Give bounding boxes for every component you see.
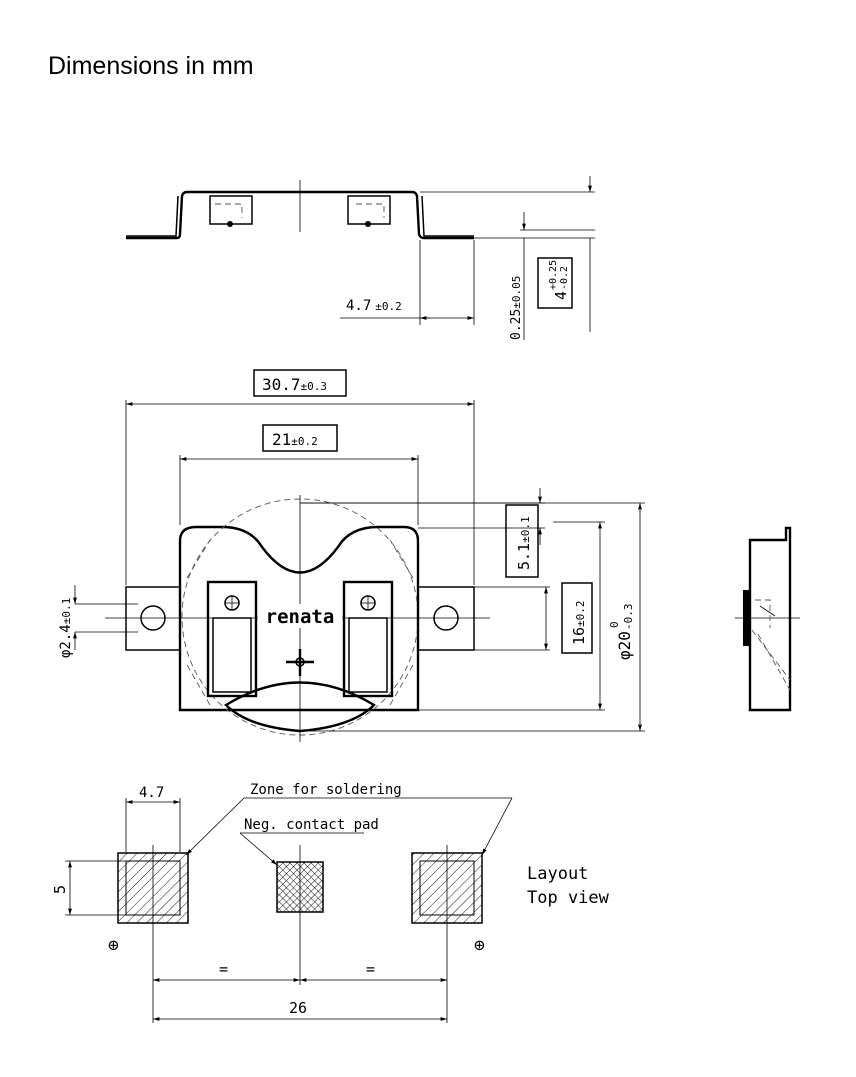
zone-for-soldering-label: Zone for soldering — [250, 782, 402, 798]
top-view-label: Top view — [527, 888, 610, 908]
neg-contact-pad-label: Neg. contact pad — [244, 817, 379, 833]
dim-height: 4 +0.25 -0.2 — [548, 260, 570, 300]
dim-body-height: 16±0.2 — [570, 600, 588, 645]
dim-pitch: 26 — [289, 999, 307, 1017]
equal-left: = — [219, 960, 228, 978]
svg-text:φ20: φ20 — [615, 631, 634, 660]
page-title: Dimensions in mm — [48, 52, 254, 80]
svg-text:-0.3: -0.3 — [622, 604, 635, 631]
pcb-layout: 4.7 Zone for soldering Neg. contact pad … — [51, 782, 610, 1023]
dim-overall-length: 30.7±0.3 — [262, 375, 327, 394]
equal-right: = — [366, 960, 375, 978]
svg-text:0: 0 — [608, 621, 621, 628]
svg-text:+0.25: +0.25 — [548, 260, 559, 290]
dim-body-width: 21±0.2 — [272, 430, 318, 449]
front-view: 30.7±0.3 21±0.2 renata — [58, 369, 645, 742]
svg-text:-0.2: -0.2 — [559, 266, 570, 290]
dim-thickness: 0.25±0.05 — [509, 276, 524, 340]
positive-mark-left: ⊕ — [108, 935, 119, 956]
dim-lead-offset: 4.7±0.2 — [346, 298, 402, 314]
dim-pad-width: 4.7 — [139, 785, 164, 801]
dim-top-offset: 5.1±0.1 — [515, 516, 533, 570]
dim-diameter: φ20 0 -0.3 — [608, 604, 635, 661]
positive-mark-right: ⊕ — [474, 935, 485, 956]
dim-hole: φ2.4±0.1 — [58, 598, 74, 658]
brand-logo: renata — [266, 606, 335, 628]
dim-pad-height: 5 — [51, 885, 69, 894]
svg-text:4: 4 — [552, 291, 570, 300]
side-view: 4.7±0.2 0.25±0.05 4 +0.25 -0.2 — [126, 176, 595, 340]
layout-label: Layout — [527, 864, 588, 884]
right-side-view — [735, 526, 800, 712]
